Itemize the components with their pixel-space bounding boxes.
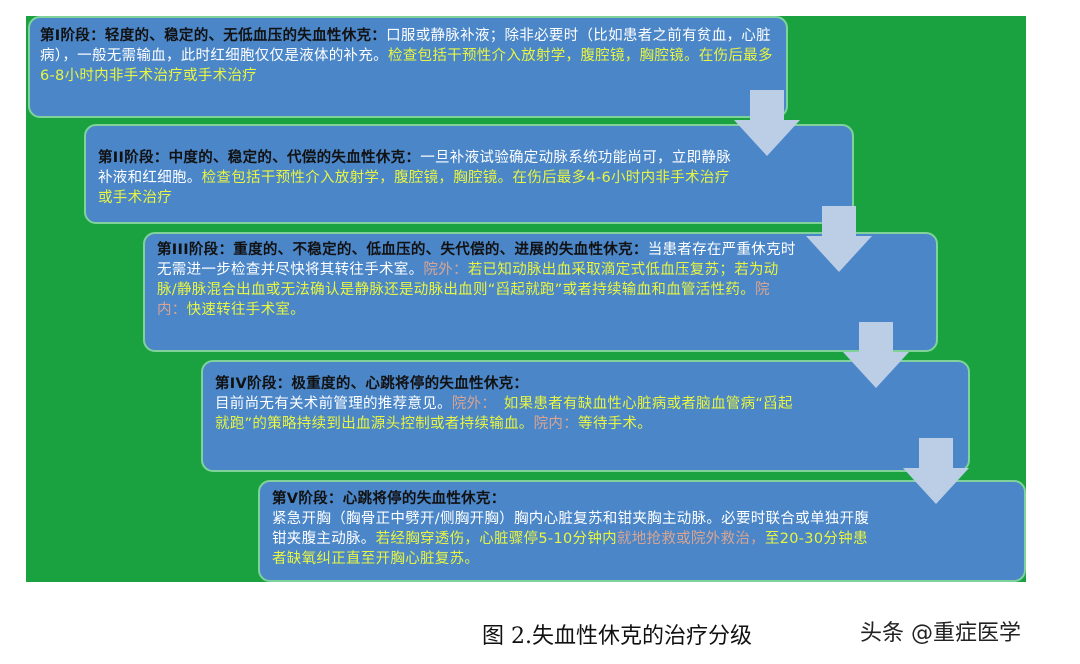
stage-5-title: 第V阶段：心跳将停的失血性休克： <box>272 491 506 507</box>
stage-3-text-prehospital: 若已知动脉出血采取滴定式低血压复苏；若为动脉/静脉混合出血或无法确认是静脉还是动… <box>157 262 779 298</box>
stage-5-text-onsite: 就地抢救或院外救治， <box>616 531 765 547</box>
stage-4-label-prehospital: 院外： <box>451 396 489 412</box>
down-arrow-icon <box>734 90 800 156</box>
stage-1-box: 第I阶段：轻度的、稳定的、无低血压的失血性休克：口服或静脉补液；除非必要时（比如… <box>28 16 788 118</box>
stage-3-text-general: 当患者存在严重休克时无需进一步检查并尽快将其转往手术室。 <box>157 242 796 278</box>
stage-4-text-prehospital: 如果患者有缺血性心脏病或者脑血管病“舀起就跑”的策略持续到出血源头控制或者持续输… <box>215 396 793 432</box>
stage-1-title: 第I阶段：轻度的、稳定的、无低血压的失血性休克： <box>40 28 387 44</box>
stage-1-text-treatment: 口服或静脉补液；除非必要时（比如患者之前有贫血，心脏病），一般无需输血，此时红细… <box>40 28 771 64</box>
figure-caption: 图 2.失血性休克的治疗分级 <box>482 624 752 649</box>
stage-3-label-prehospital: 院外： <box>423 262 468 278</box>
stage-3-text-inhospital: 快速转往手术室。 <box>186 302 306 318</box>
stage-4-box: 第IV阶段：极重度的、心跳将停的失血性休克： 目前尚无有关术前管理的推荐意见。院外… <box>201 360 970 472</box>
stage-5-text-penetrating: 若经胸穿透伤，心脏骤停5-10分钟内 <box>375 531 617 547</box>
stage-1-text-exam: 检查包括干预性介入放射学，腹腔镜，胸腔镜。在伤后最多6-8小时内非手术治疗或手术… <box>40 48 773 84</box>
stage-4-text-inhospital: 等待手术。 <box>578 416 653 432</box>
stage-2-title: 第II阶段：中度的、稳定的、代偿的失血性休克： <box>98 150 421 166</box>
stage-4-label-inhospital: 院内： <box>533 416 579 432</box>
down-arrow-icon <box>843 322 909 388</box>
stage-2-text-treatment: 一旦补液试验确定动脉系统功能尚可，立即静脉补液和红细胞。 <box>98 150 732 186</box>
stage-5-text-general: 紧急开胸（胸骨正中劈开/侧胸开胸）胸内心脏复苏和钳夹胸主动脉。必要时联合或单独开… <box>272 511 870 547</box>
down-arrow-icon <box>903 438 969 504</box>
watermark: 头条 @重症医学 <box>860 621 1021 646</box>
stage-5-text-timing: 至20-30分钟患者缺氧纠正直至开胸心脏复苏。 <box>272 531 868 567</box>
stage-5-box: 第V阶段：心跳将停的失血性休克： 紧急开胸（胸骨正中劈开/侧胸开胸）胸内心脏复苏和… <box>258 480 1026 582</box>
stage-3-label-inhospital: 院内： <box>157 282 770 318</box>
stage-2-box: 第II阶段：中度的、稳定的、代偿的失血性休克：一旦补液试验确定动脉系统功能尚可，… <box>84 124 854 224</box>
stage-4-title: 第IV阶段：极重度的、心跳将停的失血性休克： <box>215 376 529 392</box>
stage-3-box: 第III阶段：重度的、不稳定的、低血压的、失代偿的、进展的失血性休克：当患者存在… <box>143 232 938 352</box>
stage-3-title: 第III阶段：重度的、不稳定的、低血压的、失代偿的、进展的失血性休克： <box>157 242 648 258</box>
stage-2-text-exam: 检查包括干预性介入放射学，腹腔镜，胸腔镜。在伤后最多4-6小时内非手术治疗或手术… <box>98 170 730 206</box>
down-arrow-icon <box>806 206 872 272</box>
stage-4-text-general: 目前尚无有关术前管理的推荐意见。 <box>215 396 452 412</box>
